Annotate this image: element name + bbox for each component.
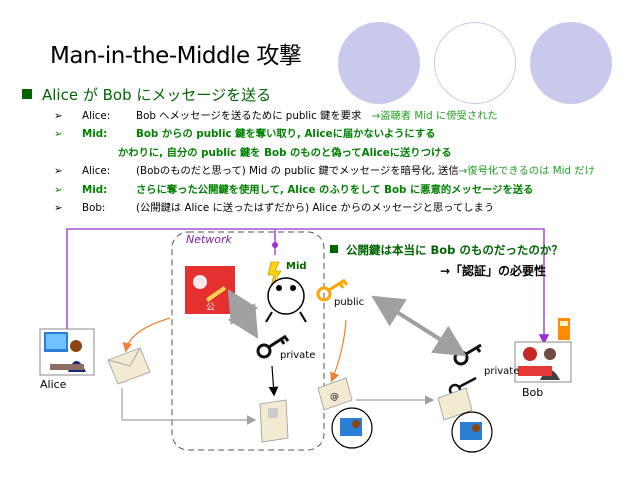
authentication-question: 公開鍵は本当に Bob のものだったのか？ — [330, 242, 563, 258]
alice-to-envelope-arrow — [122, 317, 171, 353]
alice-envelope-icon — [107, 347, 151, 385]
alice-thumbnail-icon — [451, 411, 493, 453]
mid-attacker-icon — [265, 261, 307, 323]
mid-document-icon — [259, 399, 289, 443]
stamp-to-mid-arrow — [227, 289, 259, 339]
bullet-speaker: Alice: — [82, 165, 111, 178]
heading-text: Alice が Bob にメッセージを送る — [42, 86, 272, 104]
bullet-text: (Bobのものだと思って) Mid の public 鍵でメッセージを暗号化, … — [136, 165, 595, 178]
envelope-to-mid-arrow — [121, 388, 257, 425]
decorative-circle — [434, 22, 516, 104]
stamp-label: 公 — [206, 303, 216, 313]
bob-private-key-label: private — [484, 366, 520, 377]
bullet-speaker: Mid: — [82, 128, 108, 141]
bob-label: Bob — [522, 386, 544, 399]
intercept-point — [272, 242, 278, 248]
bullet-speaker: Mid: — [82, 183, 108, 196]
decorative-circle — [338, 22, 420, 104]
network-label: Network — [186, 233, 232, 246]
arrow-bullet-icon: ➢ — [54, 201, 63, 214]
arrow-bullet-icon: ➢ — [54, 165, 63, 178]
bob-figure-icon — [514, 318, 572, 383]
authentication-answer: →「認証」の必要性 — [440, 264, 547, 278]
mid-private-key-icon — [256, 334, 290, 359]
mid-label: Mid — [286, 261, 307, 272]
network-boundary — [171, 231, 325, 451]
bullet-text: (公開鍵は Alice に送ったはずだから) Alice からのメッセージと思っ… — [136, 201, 495, 214]
public-key-label: public — [334, 297, 365, 308]
bullet-note: →復号化できるのは Mid だけ — [458, 165, 595, 178]
decorative-circle — [530, 22, 612, 104]
mid-decrypt-arrow — [268, 365, 279, 397]
alice-thumbnail-icon — [331, 407, 373, 449]
forwarded-envelope-icon: @ — [317, 377, 353, 411]
alice-label: Alice — [40, 378, 67, 391]
mid-private-key-label: private — [280, 350, 316, 361]
slide-title: Man-in-the-Middle 攻撃 — [50, 43, 302, 69]
bob-private-key-icon — [453, 343, 482, 366]
public-key-icon — [316, 278, 349, 302]
bullet-text: かわりに, 自分の public 鍵を Bob のものと偽ってAliceに送りつ… — [118, 146, 452, 159]
arrow-bullet-icon: ➢ — [54, 128, 63, 141]
slide-heading: Alice が Bob にメッセージを送る — [22, 84, 271, 105]
bullet-text: さらに奪った公開鍵を使用して, Alice のふりをして Bob に悪意的メッセ… — [136, 183, 534, 196]
bullet-note: →盗聴者 Mid に傍受された — [361, 110, 498, 122]
alice-figure-icon — [39, 328, 95, 376]
square-bullet-icon — [22, 89, 32, 99]
bullet-text: Bob からの public 鍵を奪い取り, Aliceに届かないようにする — [136, 128, 436, 141]
arrow-bullet-icon: ➢ — [54, 110, 63, 122]
bullet-speaker: Bob: — [82, 201, 106, 214]
bullet-speaker: Alice: — [82, 110, 111, 122]
public-key-to-envelope-arrow — [330, 319, 347, 383]
bullet-text: Bob へメッセージを送るために public 鍵を要求 →盗聴者 Mid に傍… — [136, 110, 498, 122]
public-key-exchange-arrow — [371, 295, 467, 357]
bob-envelope-icon — [437, 387, 473, 421]
svg-text:@: @ — [330, 392, 339, 402]
square-bullet-icon — [330, 245, 338, 253]
arrow-bullet-icon: ➢ — [54, 183, 63, 196]
key-request-arrow — [66, 228, 550, 345]
public-key-stamp-icon — [185, 266, 235, 314]
